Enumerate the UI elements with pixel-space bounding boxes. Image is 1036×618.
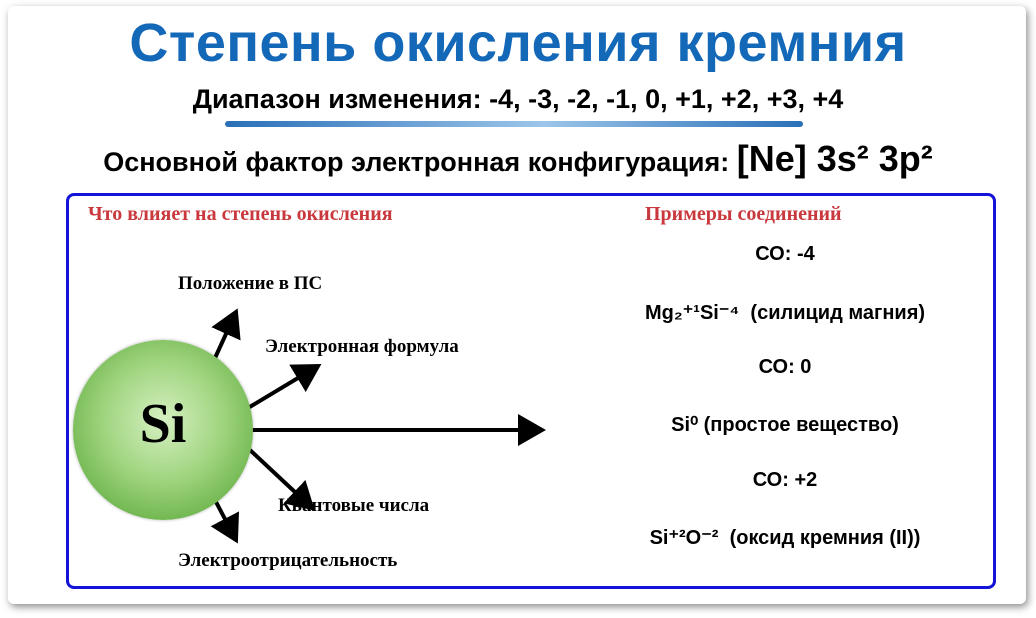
- factor-line: Основной фактор электронная конфигурация…: [0, 138, 1036, 180]
- example-item: СО: 0: [758, 356, 812, 378]
- electron-config: [Ne] 3s² 3p²: [736, 138, 933, 179]
- example-item: Si⁰ (простое вещество): [671, 414, 899, 436]
- atom-symbol: Si: [139, 393, 187, 455]
- arrow-formula: [246, 363, 322, 410]
- range-text: Диапазон изменения: -4, -3, -2, -1, 0, +…: [192, 84, 844, 114]
- example-item: СО: -4: [755, 243, 815, 265]
- example-item: СО: +2: [752, 469, 818, 491]
- factor-label: Основной фактор электронная конфигурация…: [103, 147, 730, 177]
- example-item: Mg₂⁺¹Si⁻⁴ (силицид магния): [644, 302, 926, 324]
- factor-formula: Электронная формула: [265, 336, 459, 357]
- example-item: Si⁺²O⁻² (оксид кремния (II)): [649, 527, 921, 549]
- divider: [225, 121, 803, 127]
- diagram-frame: [66, 193, 996, 589]
- arrow-electronegativity: [210, 499, 240, 544]
- silicon-atom: Si: [73, 340, 253, 520]
- right-header: Примеры соединений: [645, 203, 842, 225]
- slide-title: Степень окисления кремния: [129, 13, 907, 73]
- factor-electronegativity: Электроотрицательность: [178, 550, 398, 571]
- arrow-quantum: [248, 448, 315, 511]
- arrow-position: [211, 308, 241, 359]
- left-header: Что влияет на степень окисления: [88, 203, 393, 225]
- factor-position: Положение в ПС: [178, 273, 323, 294]
- factor-quantum: Квантовые числа: [278, 495, 430, 516]
